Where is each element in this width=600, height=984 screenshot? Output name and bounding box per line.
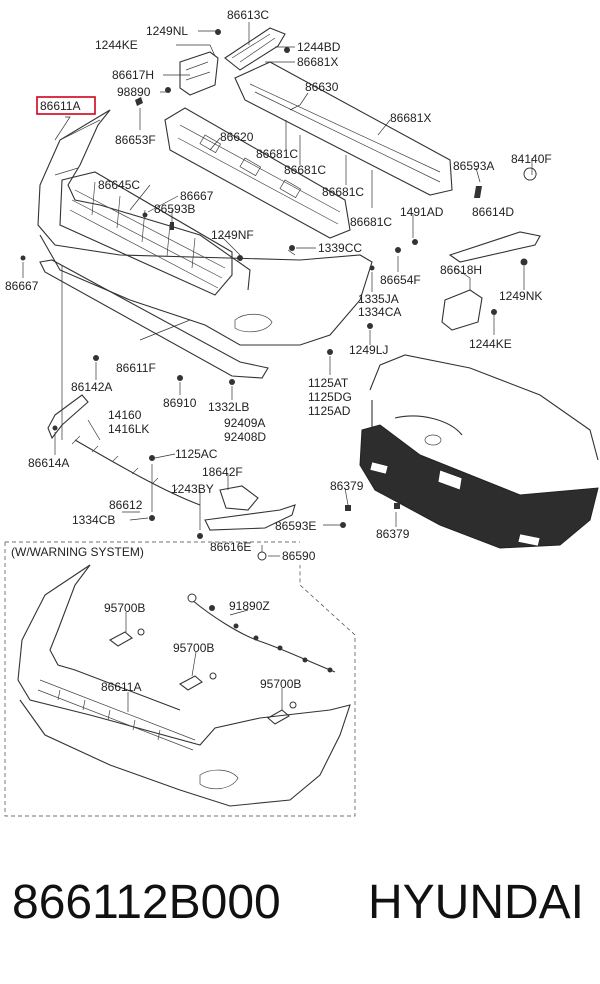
label-1249nk: 1249NK xyxy=(499,289,542,303)
label-86910: 86910 xyxy=(163,396,197,410)
label-92409a: 92409A xyxy=(224,416,265,430)
label-1125dg: 1125DG xyxy=(308,390,352,404)
label-14160: 14160 xyxy=(108,408,142,422)
bracket-86618h xyxy=(441,289,483,331)
label-86590: 86590 xyxy=(282,549,316,563)
label-98890: 98890 xyxy=(117,85,151,99)
label-86142a: 86142A xyxy=(71,380,112,394)
label-1244ke-right: 1244KE xyxy=(469,337,512,351)
bracket-86613c xyxy=(224,27,286,71)
inset-label-95700b-b: 95700B xyxy=(173,641,214,655)
inset-title: (W/WARNING SYSTEM) xyxy=(11,545,144,559)
inset-leaders xyxy=(125,609,283,712)
label-86681c-c: 86681C xyxy=(322,185,364,199)
label-86613c: 86613C xyxy=(227,8,269,22)
label-86614a: 86614A xyxy=(28,456,69,470)
inset-label-91890z: 91890Z xyxy=(229,599,270,613)
label-1244ke-top: 1244KE xyxy=(95,38,138,52)
label-86654f: 86654F xyxy=(380,273,421,287)
label-86645c: 86645C xyxy=(98,178,140,192)
bumper-cover-86611a xyxy=(37,109,373,346)
inset-label-86611a: 86611A xyxy=(101,680,141,694)
label-86379-a: 86379 xyxy=(330,479,364,493)
inset-warning-system: (W/WARNING SYSTEM) xyxy=(4,541,356,817)
label-86630: 86630 xyxy=(305,80,339,94)
label-1332lb: 1332LB xyxy=(208,400,249,414)
label-1491ad: 1491AD xyxy=(400,205,444,219)
label-1249nl: 1249NL xyxy=(146,24,188,38)
footer-part-number: 866112B000 xyxy=(12,876,281,929)
inset-harness-91890z xyxy=(187,593,336,673)
inset-label-95700b-a: 95700B xyxy=(104,601,145,615)
label-84140f: 84140F xyxy=(511,152,552,166)
vehicle-rear-view xyxy=(359,354,599,549)
label-86611f: 86611F xyxy=(116,361,156,375)
absorber-86620 xyxy=(164,107,351,239)
wire-86612 xyxy=(71,435,201,506)
label-1244bd: 1244BD xyxy=(297,40,341,54)
label-86681c-d: 86681C xyxy=(350,215,392,229)
label-86681c-a: 86681C xyxy=(256,147,298,161)
label-1334cb: 1334CB xyxy=(72,513,115,527)
label-86681x-mid: 86681X xyxy=(390,111,431,125)
label-1125at: 1125AT xyxy=(308,376,349,390)
label-86614d: 86614D xyxy=(472,205,514,219)
label-1416lk: 1416LK xyxy=(108,422,149,436)
beam-86630 xyxy=(234,61,453,196)
label-86593a: 86593A xyxy=(453,159,494,173)
inset-label-95700b-c: 95700B xyxy=(260,677,301,691)
label-86620: 86620 xyxy=(220,130,254,144)
grille-86645c xyxy=(59,171,233,296)
label-86681x-top: 86681X xyxy=(297,55,338,69)
cover-86616e xyxy=(204,485,296,531)
label-92408d: 92408D xyxy=(224,430,266,444)
label-1125ad: 1125AD xyxy=(308,404,351,418)
label-86593e: 86593E xyxy=(275,519,316,533)
callout-labels: 86613C 1249NL 1244KE 1244BD 86681X 86617… xyxy=(5,8,552,563)
inset-bumper xyxy=(17,564,351,807)
label-86617h: 86617H xyxy=(112,68,154,82)
label-86618h: 86618H xyxy=(440,263,482,277)
label-86667-b: 86667 xyxy=(5,279,39,293)
leader-lines xyxy=(22,22,533,557)
fasteners xyxy=(20,29,537,561)
label-86593b: 86593B xyxy=(154,202,195,216)
highlight-box xyxy=(36,96,96,115)
label-86616e: 86616E xyxy=(210,540,251,554)
label-86681c-b: 86681C xyxy=(284,163,326,177)
inset-sensors xyxy=(108,628,297,725)
label-1249lj: 1249LJ xyxy=(349,343,388,357)
label-86379-b: 86379 xyxy=(376,527,410,541)
label-86612: 86612 xyxy=(109,498,143,512)
label-1334ca: 1334CA xyxy=(358,305,401,319)
bracket-86614d xyxy=(448,231,541,263)
lower-strip-86611f xyxy=(39,259,269,379)
label-86653f: 86653F xyxy=(115,133,156,147)
label-1249nf: 1249NF xyxy=(211,228,254,242)
side-bracket-86614a xyxy=(47,394,89,440)
label-1335ja: 1335JA xyxy=(358,292,399,306)
bracket-86617h xyxy=(179,51,219,96)
label-1339cc: 1339CC xyxy=(318,241,362,255)
label-86611a: 86611A xyxy=(40,99,80,113)
label-1125ac: 1125AC xyxy=(175,447,218,461)
footer-brand: HYUNDAI xyxy=(367,876,584,929)
label-1243by: 1243BY xyxy=(171,482,214,496)
label-86667-a: 86667 xyxy=(180,189,214,203)
label-18642f: 18642F xyxy=(202,465,243,479)
